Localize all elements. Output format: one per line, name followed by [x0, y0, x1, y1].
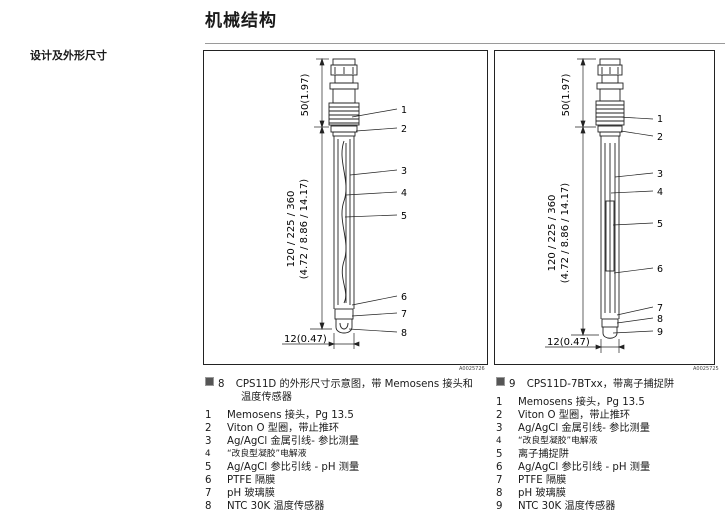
fig9-callout-1: 1 [657, 114, 663, 125]
fig8-caption-line1: CPS11D 的外形尺寸示意图，带 Memosens 接头和 [235, 379, 473, 390]
fig9-code: A0025725 [693, 366, 719, 372]
fig9-dim-length-inch: (4.72 / 8.86 / 14.17) [560, 183, 571, 284]
list-item: 4“改良型凝胶”电解液 [205, 449, 307, 459]
figure-8-svg: 50(1.97) 120 / 225 / 360 (4.72 / 8.86 / … [282, 57, 407, 349]
fig8-dim-length-inch: (4.72 / 8.86 / 14.17) [299, 179, 310, 280]
section-label: 设计及外形尺寸 [30, 49, 107, 62]
fig9-caption-num: 9 [509, 379, 516, 390]
fig8-dim-top: 50(1.97) [300, 74, 311, 117]
fig8-callout-3: 3 [401, 166, 407, 177]
figure-marker-icon [496, 377, 505, 386]
fig9-callout-5: 5 [657, 219, 663, 230]
fig8-callout-1: 1 [401, 105, 407, 116]
fig8-dim-length: 120 / 225 / 360 [286, 191, 297, 268]
fig9-caption-line1: CPS11D-7BTxx，带离子捕捉阱 [526, 379, 675, 390]
fig8-callout-8: 8 [401, 328, 407, 339]
fig8-callout-6: 6 [401, 292, 407, 303]
fig8-code: A0025726 [459, 366, 485, 372]
fig9-callout-9: 9 [657, 327, 663, 338]
figure-9-drawing: 50(1.97) 120 / 225 / 360 (4.72 / 8.86 / … [494, 50, 715, 365]
figure-9-svg: 50(1.97) 120 / 225 / 360 (4.72 / 8.86 / … [545, 57, 663, 353]
fig8-callout-4: 4 [401, 188, 407, 199]
fig8-caption-num: 8 [218, 379, 225, 390]
fig8-dim-diameter: 12(0.47) [284, 334, 327, 345]
fig9-dim-top: 50(1.97) [561, 74, 572, 117]
fig9-callout-7: 7 [657, 303, 663, 314]
fig9-callout-2: 2 [657, 132, 663, 143]
figure-8-drawing: 50(1.97) 120 / 225 / 360 (4.72 / 8.86 / … [203, 50, 488, 365]
fig8-callout-5: 5 [401, 211, 407, 222]
fig9-dim-diameter: 12(0.47) [547, 337, 590, 348]
fig9-callout-3: 3 [657, 169, 663, 180]
list-item: 4“改良型凝胶”电解液 [496, 436, 598, 446]
fig9-dim-length: 120 / 225 / 360 [547, 195, 558, 272]
figure-marker-icon [205, 377, 214, 386]
fig9-caption: 9 CPS11D-7BTxx，带离子捕捉阱 [496, 377, 721, 392]
fig8-callout-7: 7 [401, 309, 407, 320]
section-divider [205, 43, 725, 44]
fig9-callout-8: 8 [657, 314, 663, 325]
fig9-callout-4: 4 [657, 187, 663, 198]
fig9-callout-6: 6 [657, 264, 663, 275]
fig8-caption: 8 CPS11D 的外形尺寸示意图，带 Memosens 接头和 温度传感器 [205, 377, 490, 404]
page-title: 机械结构 [205, 11, 277, 31]
fig8-callout-2: 2 [401, 124, 407, 135]
fig8-caption-line2: 温度传感器 [241, 391, 292, 403]
